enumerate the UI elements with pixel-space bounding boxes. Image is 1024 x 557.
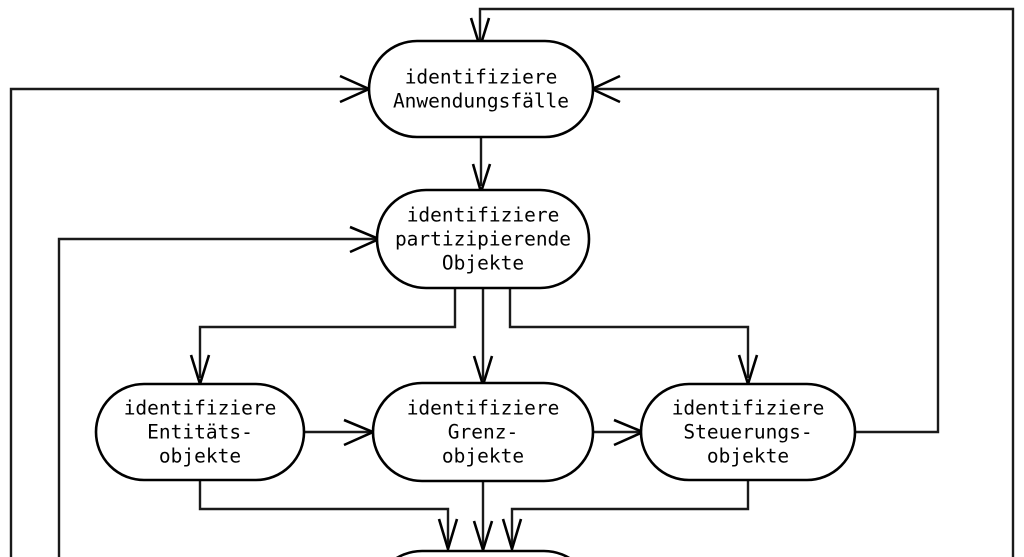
node-anwendungsfaelle-shape[interactable]: [367, 39, 595, 139]
node-grenzobjekte-line2: Grenz-: [448, 421, 518, 444]
node-entitaetsobjekte-line2: Entitäts-: [147, 421, 253, 444]
node-steuerungsobjekte[interactable]: identifiziere Steuerungs- objekte: [639, 382, 857, 482]
edge-steuerungs-to-bottom: [510, 480, 750, 544]
edges-layer: [9, 7, 1015, 557]
node-grenzobjekte[interactable]: identifiziere Grenz- objekte: [371, 381, 595, 483]
node-partizipierende-objekte-line2: partizipierende: [395, 228, 571, 251]
edge-left-inner-rail: [57, 237, 376, 557]
edge-partizipierende-to-entitaets: [198, 288, 457, 378]
edge-left-outer-rail: [9, 87, 366, 557]
node-partizipierende-objekte[interactable]: identifiziere partizipierende Objekte: [375, 188, 591, 290]
node-grenzobjekte-line3: objekte: [442, 445, 524, 468]
node-entitaetsobjekte[interactable]: identifiziere Entitäts- objekte: [94, 382, 306, 482]
node-anwendungsfaelle-line2: Anwendungsfälle: [393, 90, 569, 113]
node-steuerungsobjekte-shape[interactable]: [639, 382, 857, 482]
node-partizipierende-objekte-line3: Objekte: [442, 252, 524, 275]
node-steuerungsobjekte-line1: identifiziere: [672, 397, 825, 420]
node-grenzobjekte-line1: identifiziere: [407, 397, 560, 420]
node-bottom-partial[interactable]: [373, 549, 593, 557]
arrowhead-entitaets-into-bottom: [437, 518, 459, 554]
node-anwendungsfaelle-line1: identifiziere: [405, 66, 558, 89]
node-entitaetsobjekte-line3: objekte: [159, 445, 241, 468]
edge-entitaets-to-bottom: [198, 480, 450, 544]
node-anwendungsfaelle[interactable]: identifiziere Anwendungsfälle: [367, 39, 595, 139]
node-entitaetsobjekte-shape[interactable]: [94, 382, 306, 482]
node-partizipierende-objekte-line1: identifiziere: [407, 204, 560, 227]
node-steuerungsobjekte-line3: objekte: [707, 445, 789, 468]
arrowhead-steuerungs-into-bottom: [501, 518, 523, 554]
edge-partizipierende-to-steuerungs: [508, 288, 750, 378]
node-steuerungsobjekte-line2: Steuerungs-: [683, 421, 812, 444]
node-entitaetsobjekte-line1: identifiziere: [124, 397, 277, 420]
edge-top-feedback-rail: [478, 7, 1015, 557]
node-partizipierende-objekte-shape[interactable]: [375, 188, 591, 290]
node-grenzobjekte-shape[interactable]: [371, 381, 595, 483]
node-bottom-partial-shape[interactable]: [373, 549, 593, 557]
edge-steuerungs-feedback: [594, 87, 940, 434]
